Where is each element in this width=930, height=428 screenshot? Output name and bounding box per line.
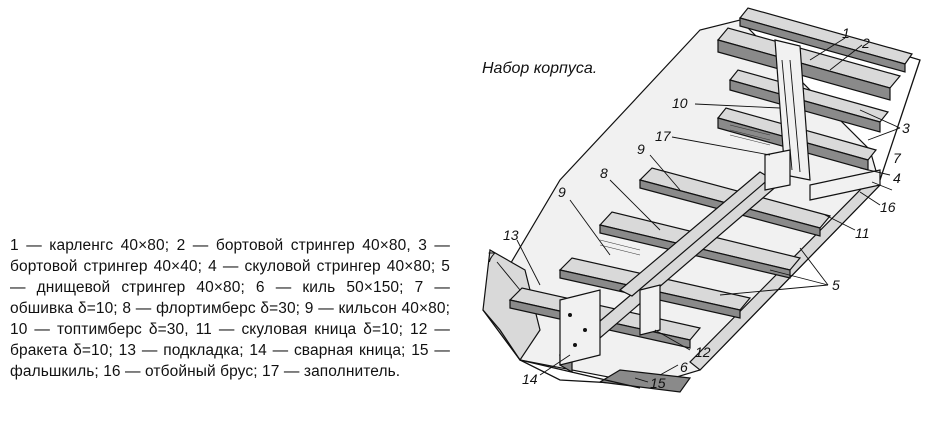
callout-16: 16 <box>880 199 896 215</box>
callout-11: 11 <box>855 225 870 241</box>
callout-12: 12 <box>695 344 711 360</box>
callout-17: 17 <box>655 128 672 144</box>
callout-15: 15 <box>650 375 666 391</box>
callout-6: 6 <box>680 359 688 375</box>
figure-title: Набор корпуса. <box>482 60 598 77</box>
top-timber <box>774 39 811 181</box>
callout-4: 4 <box>893 170 901 186</box>
callout-9b: 9 <box>637 141 645 157</box>
callout-14: 14 <box>522 371 538 387</box>
leader-lines <box>496 37 901 383</box>
callout-2: 2 <box>861 35 870 51</box>
callout-3: 3 <box>902 120 910 136</box>
callout-10: 10 <box>672 95 688 111</box>
figure-caption: 1 — карленгс 40×80; 2 — бортовой стринге… <box>10 237 450 380</box>
hatching <box>599 124 771 256</box>
callout-7b: 7 <box>893 150 902 166</box>
callout-5: 5 <box>832 277 840 293</box>
brackets <box>559 149 791 366</box>
callout-8: 8 <box>600 165 608 181</box>
callout-13: 13 <box>503 227 519 243</box>
callout-1: 1 <box>842 25 850 41</box>
callouts: 1 2 10 3 17 9 7 8 4 9 16 11 13 7 5 12 6 … <box>487 25 910 391</box>
callout-7a: 7 <box>487 249 496 265</box>
callout-9a: 9 <box>558 184 566 200</box>
